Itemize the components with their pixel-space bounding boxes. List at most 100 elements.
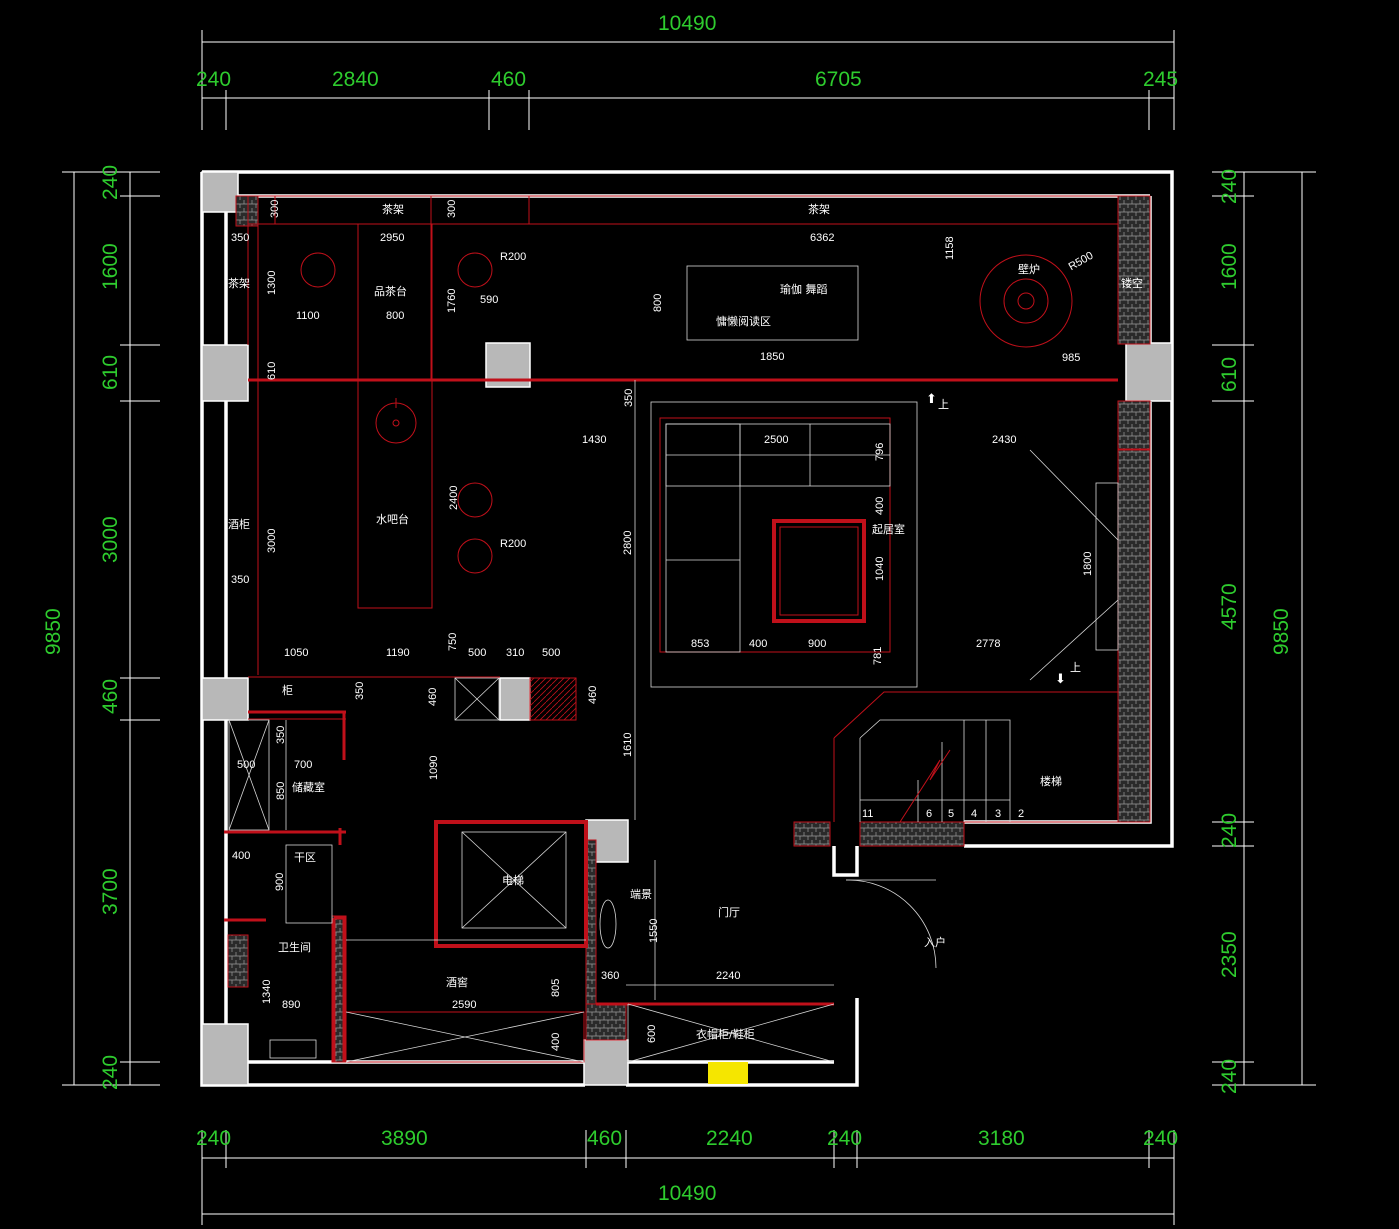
svg-text:500: 500	[468, 647, 486, 659]
top-dimensions: 10490 240 2840 460 6705 245	[196, 12, 1178, 130]
top-dim-2: 2840	[332, 68, 379, 91]
svg-text:800: 800	[652, 294, 664, 312]
left-dim-6: 3700	[99, 868, 122, 915]
svg-text:700: 700	[294, 759, 312, 771]
svg-text:1090: 1090	[428, 756, 440, 780]
label-bathroom: 卫生间	[278, 940, 311, 954]
bottom-dim-5: 240	[827, 1127, 862, 1150]
svg-text:350: 350	[623, 389, 635, 407]
svg-text:460: 460	[587, 686, 599, 704]
svg-text:1550: 1550	[648, 919, 660, 943]
label-reading: 慵懒阅读区	[716, 314, 771, 328]
top-dim-4: 6705	[815, 68, 862, 91]
svg-text:1760: 1760	[446, 289, 458, 313]
label-cabinet: 柜	[282, 684, 293, 697]
svg-text:300: 300	[269, 200, 281, 218]
bottom-dim-1: 240	[196, 1127, 231, 1150]
top-dim-5: 245	[1143, 68, 1178, 91]
svg-text:600: 600	[646, 1025, 658, 1043]
label-tea-shelf-top-right: 茶架	[808, 203, 830, 216]
left-dim-3: 610	[99, 355, 122, 390]
svg-text:500: 500	[542, 647, 560, 659]
svg-text:500: 500	[237, 759, 255, 771]
label-tea-shelf-left: 茶架	[228, 277, 250, 290]
svg-text:4: 4	[971, 808, 977, 820]
svg-text:890: 890	[282, 999, 300, 1011]
svg-text:460: 460	[427, 688, 439, 706]
svg-text:805: 805	[550, 979, 562, 997]
label-stairs: 楼梯	[1040, 774, 1062, 788]
svg-text:850: 850	[275, 782, 287, 800]
svg-text:853: 853	[691, 638, 709, 650]
label-entry: 入户	[924, 935, 946, 949]
arrow-up-icon: ⬆	[926, 392, 937, 407]
svg-text:1850: 1850	[760, 351, 784, 363]
svg-text:1430: 1430	[582, 434, 606, 446]
right-dim-4: 4570	[1218, 583, 1241, 630]
svg-text:3: 3	[995, 808, 1001, 820]
right-dim-2: 1600	[1218, 243, 1241, 290]
svg-text:350: 350	[275, 726, 287, 744]
bottom-dimensions: 240 3890 460 2240 240 3180 240 10490	[196, 1127, 1178, 1225]
bottom-overall-dim: 10490	[658, 1182, 716, 1205]
svg-text:1610: 1610	[622, 733, 634, 757]
label-dry-zone: 干区	[294, 851, 316, 864]
bottom-dim-6: 3180	[978, 1127, 1025, 1150]
right-dimensions: 240 1600 610 4570 240 2350 240 9850	[1212, 169, 1316, 1094]
label-wine-cellar: 酒窖	[446, 975, 468, 989]
label-tea-table: 品茶台	[374, 284, 407, 298]
svg-text:900: 900	[274, 873, 286, 891]
label-void: 镂空	[1121, 276, 1143, 290]
svg-text:1050: 1050	[284, 647, 308, 659]
top-dim-1: 240	[196, 68, 231, 91]
top-overall-dim: 10490	[658, 12, 716, 35]
svg-text:985: 985	[1062, 352, 1080, 364]
svg-text:796: 796	[874, 443, 886, 461]
label-wine-cabinet: 酒柜	[228, 518, 250, 531]
svg-text:6362: 6362	[810, 232, 834, 244]
svg-text:400: 400	[749, 638, 767, 650]
svg-text:2500: 2500	[764, 434, 788, 446]
svg-text:2590: 2590	[452, 999, 476, 1011]
label-elevator: 电梯	[502, 874, 524, 887]
left-dim-7: 240	[99, 1055, 122, 1090]
bottom-dim-4: 2240	[706, 1127, 753, 1150]
left-dim-5: 460	[99, 679, 122, 714]
left-overall-dim: 9850	[42, 608, 65, 655]
svg-text:400: 400	[874, 497, 886, 515]
svg-text:1040: 1040	[874, 557, 886, 581]
svg-text:781: 781	[872, 647, 884, 665]
internal-dimensions: 300 300 350 2950 6362 1158 R200 R500 130…	[231, 200, 1095, 1051]
label-up-2: 上	[1070, 661, 1081, 674]
svg-text:310: 310	[506, 647, 524, 659]
svg-text:750: 750	[447, 633, 459, 651]
svg-text:R200: R200	[500, 251, 526, 263]
svg-text:R200: R200	[500, 538, 526, 550]
right-dim-7: 240	[1218, 1059, 1241, 1094]
left-dim-4: 3000	[99, 516, 122, 563]
structural-columns	[201, 171, 1173, 1086]
svg-text:2778: 2778	[976, 638, 1000, 650]
right-overall-dim: 9850	[1270, 608, 1293, 655]
svg-text:3000: 3000	[266, 529, 278, 553]
left-dim-2: 1600	[99, 243, 122, 290]
svg-text:2400: 2400	[448, 486, 460, 510]
room-labels: 茶架 茶架 茶架 品茶台 瑜伽 舞蹈 慵懒阅读区 壁炉 镂空 水吧台 酒柜 起居…	[228, 203, 1143, 1041]
right-dim-6: 2350	[1218, 931, 1241, 978]
label-tea-shelf-top-left: 茶架	[382, 203, 404, 216]
label-end-view: 端景	[630, 888, 652, 901]
svg-text:300: 300	[446, 200, 458, 218]
left-dimensions: 9850 240 1600 610 3000 460 3700 240	[42, 165, 160, 1090]
interior-walls	[224, 195, 1119, 1063]
svg-text:800: 800	[386, 310, 404, 322]
svg-text:1800: 1800	[1082, 552, 1094, 576]
label-storage: 储藏室	[292, 780, 325, 794]
label-foyer: 门厅	[718, 905, 740, 919]
label-water-bar: 水吧台	[376, 512, 409, 526]
top-dim-3: 460	[491, 68, 526, 91]
bottom-dim-3: 460	[587, 1127, 622, 1150]
svg-text:2800: 2800	[622, 531, 634, 555]
right-dim-3: 610	[1218, 357, 1241, 392]
svg-text:400: 400	[232, 850, 250, 862]
arrow-down-icon: ⬇	[1055, 672, 1066, 687]
